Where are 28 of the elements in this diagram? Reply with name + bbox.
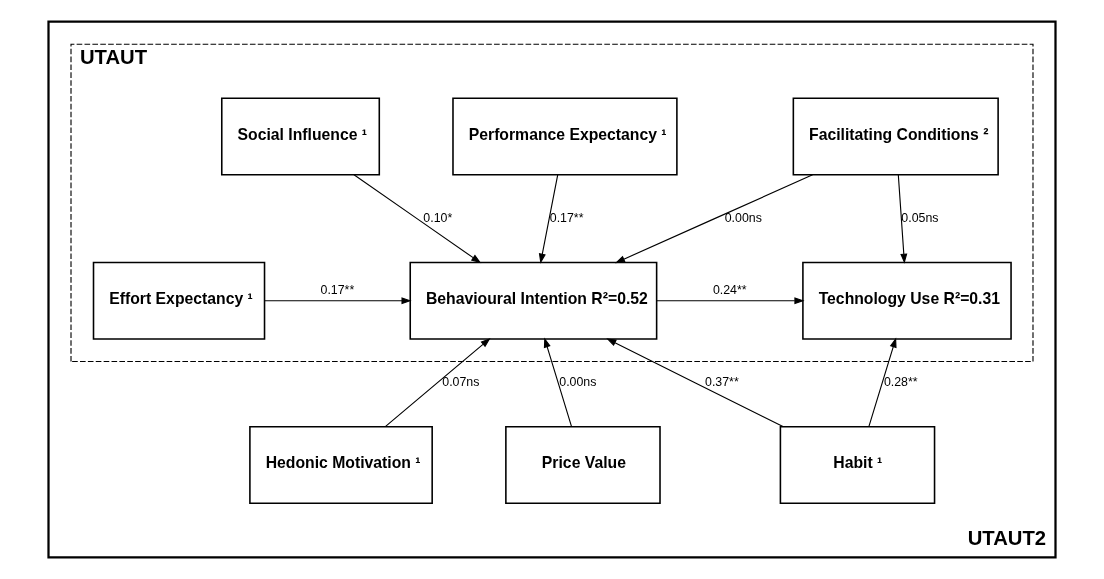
- node-box: Behavioural Intention R²=0.52: [409, 261, 658, 340]
- edge-label: 0.00ns: [724, 210, 762, 225]
- arrow: [538, 174, 559, 264]
- edge-label: 0.10*: [423, 210, 453, 225]
- arrow: [868, 337, 897, 427]
- arrow: [543, 337, 573, 427]
- node-box: Social Influence ¹: [221, 97, 381, 176]
- node-box: Price Value: [505, 425, 661, 505]
- arrow: [353, 174, 482, 264]
- edge-label: 0.00ns: [559, 375, 597, 390]
- edge-label: 0.17**: [549, 210, 584, 225]
- node-box: Facilitating Conditions ²: [792, 97, 999, 176]
- node-box: Performance Expectancy ¹: [452, 97, 678, 176]
- node-box: Hedonic Motivation ¹: [249, 425, 433, 505]
- edge-label: 0.17**: [320, 282, 355, 297]
- arrow: [897, 174, 908, 264]
- edge-label: 0.24**: [712, 282, 747, 297]
- edge-label: 0.37**: [705, 375, 739, 390]
- arrow: [656, 297, 805, 305]
- node-box: Effort Expectancy ¹: [92, 261, 266, 340]
- arrow: [384, 337, 491, 428]
- node-box: Habit ¹: [779, 425, 936, 505]
- edge-label: 0.28**: [883, 375, 918, 390]
- arrow: [264, 297, 412, 305]
- arrow: [614, 174, 814, 264]
- edge-label: 0.07ns: [442, 375, 480, 390]
- node-box: Technology Use R²=0.31: [802, 261, 1012, 340]
- arrow: [606, 338, 784, 428]
